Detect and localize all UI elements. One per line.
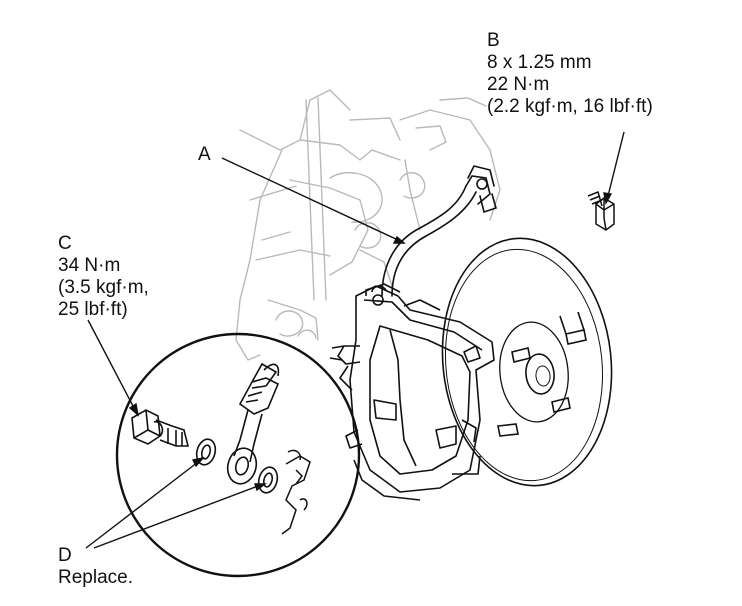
callout-c-torque-alt-1: (3.5 kgf·m, xyxy=(58,277,149,298)
callout-d: D Replace. xyxy=(58,545,133,589)
brake-hose xyxy=(381,165,497,297)
brake-caliper xyxy=(329,283,495,501)
callout-d-letter: D xyxy=(58,545,72,566)
callout-b-torque-alt: (2.2 kgf·m, 16 lbf·ft) xyxy=(487,96,653,117)
callout-b-torque: 22 N·m xyxy=(487,74,550,95)
callout-b: B 8 x 1.25 mm 22 N·m (2.2 kgf·m, 16 lbf·… xyxy=(487,30,653,118)
callout-c-torque: 34 N·m xyxy=(58,255,121,276)
detail-inset-circle xyxy=(115,332,361,578)
callout-c: C 34 N·m (3.5 kgf·m, 25 lbf·ft) xyxy=(58,233,149,321)
callout-b-letter: B xyxy=(487,30,500,51)
suspension-background xyxy=(235,89,501,361)
callout-d-note: Replace. xyxy=(58,567,133,588)
callout-c-torque-alt-2: 25 lbf·ft) xyxy=(58,299,128,320)
leader-lines xyxy=(85,131,625,549)
hose-fitting xyxy=(226,362,280,485)
brake-rotor xyxy=(441,237,613,487)
detail-inset xyxy=(115,332,361,578)
callout-b-size: 8 x 1.25 mm xyxy=(487,52,592,73)
callout-c-letter: C xyxy=(58,233,72,254)
callout-a: A xyxy=(198,144,211,166)
banjo-bolt xyxy=(131,409,190,447)
bracket-bolt xyxy=(587,190,615,231)
caliper-fragment xyxy=(281,449,311,535)
callout-a-letter: A xyxy=(198,144,211,165)
sealing-washers xyxy=(195,438,279,494)
